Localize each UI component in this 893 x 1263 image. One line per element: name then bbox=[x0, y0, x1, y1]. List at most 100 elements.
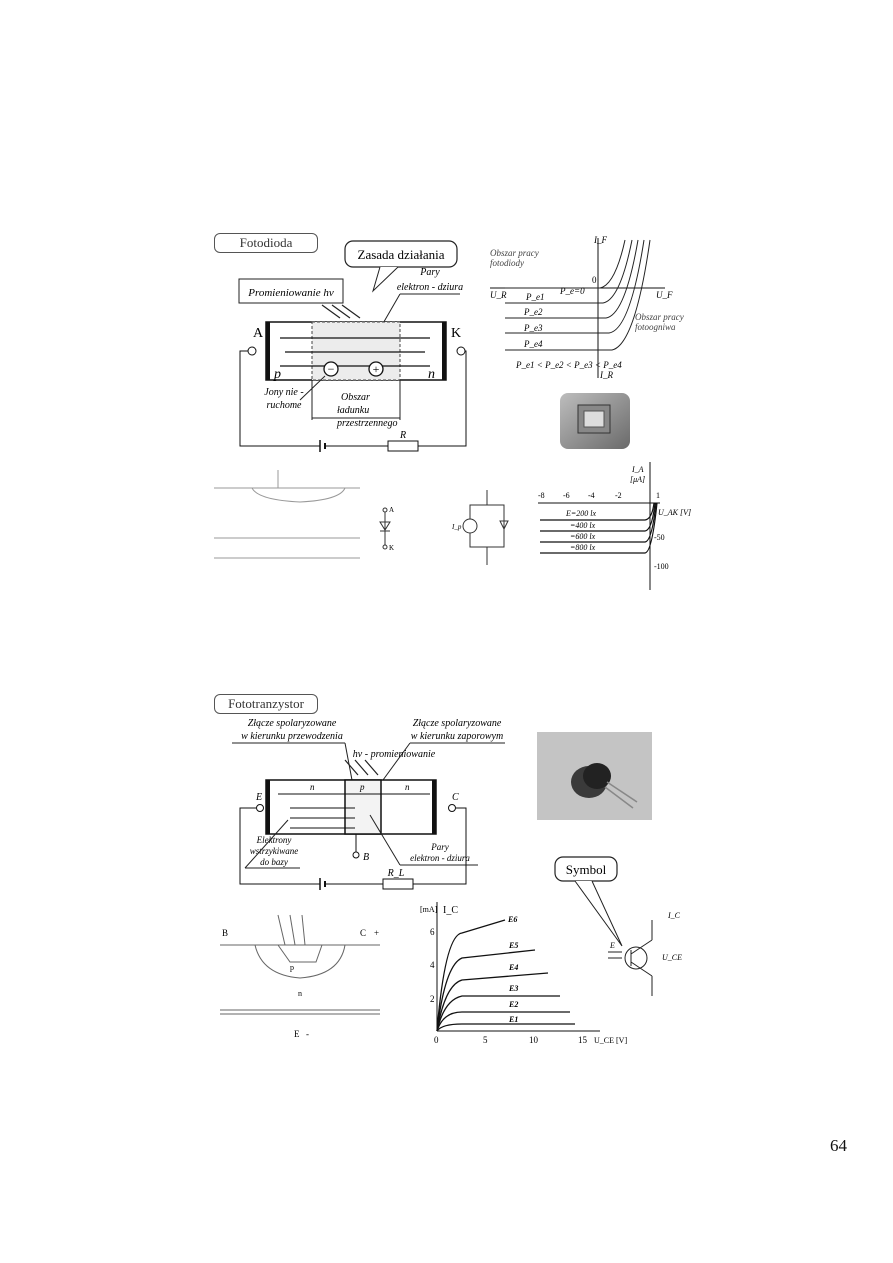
svg-text:I_F: I_F bbox=[593, 235, 607, 245]
svg-text:+: + bbox=[374, 928, 379, 938]
svg-text:E4: E4 bbox=[508, 963, 518, 972]
svg-text:-8: -8 bbox=[538, 491, 545, 500]
svg-text:U_R: U_R bbox=[490, 290, 507, 300]
svg-text:+: + bbox=[373, 362, 380, 376]
svg-text:P_e1 < P_e2 < P_e3 < P_e4: P_e1 < P_e2 < P_e3 < P_e4 bbox=[515, 360, 622, 370]
svg-text:5: 5 bbox=[483, 1035, 488, 1045]
svg-text:E: E bbox=[255, 792, 262, 803]
svg-text:P_e4: P_e4 bbox=[523, 339, 543, 349]
svg-text:I_R: I_R bbox=[599, 370, 613, 380]
svg-text:4: 4 bbox=[430, 960, 435, 970]
fotodioda-title: Fotodioda bbox=[214, 233, 318, 253]
svg-text:I_p: I_p bbox=[451, 523, 462, 531]
svg-text:2: 2 bbox=[430, 994, 435, 1004]
svg-text:[μA]: [μA] bbox=[630, 475, 645, 484]
svg-text:E1: E1 bbox=[508, 1015, 518, 1024]
svg-text:Pary: Pary bbox=[419, 267, 440, 278]
svg-text:=600 lx: =600 lx bbox=[570, 532, 596, 541]
svg-text:R: R bbox=[399, 430, 406, 441]
phototransistor-output-graph: [mA] I_C U_CE [V] 0 5 10 15 2 4 6 E6 E5 … bbox=[420, 902, 627, 1045]
svg-text:P_e=0: P_e=0 bbox=[559, 286, 585, 296]
svg-text:-100: -100 bbox=[654, 562, 669, 571]
svg-text:U_CE: U_CE bbox=[662, 953, 682, 962]
svg-text:-4: -4 bbox=[588, 491, 595, 500]
svg-text:do bazy: do bazy bbox=[260, 857, 288, 867]
svg-text:wstrzykiwane: wstrzykiwane bbox=[250, 846, 299, 856]
svg-text:B: B bbox=[222, 928, 228, 938]
svg-text:Pary: Pary bbox=[430, 842, 449, 852]
svg-text:6: 6 bbox=[430, 927, 435, 937]
svg-text:U_CE [V]: U_CE [V] bbox=[594, 1036, 627, 1045]
svg-text:Obszar: Obszar bbox=[341, 392, 370, 403]
principle-callout: Zasada działania bbox=[344, 240, 458, 293]
svg-text:I_C: I_C bbox=[667, 911, 681, 920]
page-number: 64 bbox=[830, 1136, 847, 1155]
svg-text:A: A bbox=[389, 506, 394, 514]
svg-text:U_F: U_F bbox=[656, 290, 673, 300]
svg-text:I_C: I_C bbox=[443, 905, 458, 916]
svg-text:E3: E3 bbox=[508, 984, 518, 993]
svg-text:15: 15 bbox=[578, 1035, 588, 1045]
symbol-callout: Symbol bbox=[554, 856, 623, 947]
svg-text:1: 1 bbox=[656, 491, 660, 500]
svg-text:-: - bbox=[306, 1029, 309, 1039]
svg-text:P_e3: P_e3 bbox=[523, 323, 543, 333]
svg-text:E2: E2 bbox=[508, 1000, 518, 1009]
photodiode-iv-graph: I_F U_F U_R I_R 0 P_e=0 P_e1 P_e2 P_e3 P… bbox=[490, 235, 684, 380]
svg-text:B: B bbox=[363, 852, 369, 863]
svg-text:−: − bbox=[328, 362, 335, 376]
svg-text:0: 0 bbox=[434, 1035, 439, 1045]
svg-text:P_e2: P_e2 bbox=[523, 307, 543, 317]
svg-text:K: K bbox=[389, 544, 394, 552]
svg-text:R_L: R_L bbox=[387, 868, 405, 879]
svg-text:n: n bbox=[298, 989, 302, 998]
svg-text:=400 lx: =400 lx bbox=[570, 521, 596, 530]
svg-text:C: C bbox=[452, 792, 459, 803]
svg-text:n: n bbox=[405, 782, 410, 792]
svg-text:hν - promieniowanie: hν - promieniowanie bbox=[353, 749, 436, 760]
svg-text:E5: E5 bbox=[508, 941, 518, 950]
svg-text:E: E bbox=[609, 941, 615, 950]
svg-text:E=200 lx: E=200 lx bbox=[565, 509, 597, 518]
svg-text:elektron - dziura: elektron - dziura bbox=[397, 282, 463, 293]
svg-text:I_A: I_A bbox=[631, 465, 644, 474]
svg-text:=800 lx: =800 lx bbox=[570, 543, 596, 552]
svg-text:n: n bbox=[310, 782, 315, 792]
svg-text:ładunku: ładunku bbox=[337, 405, 369, 416]
svg-text:-50: -50 bbox=[654, 533, 665, 542]
photodiode-photo bbox=[556, 385, 634, 455]
svg-text:Jony nie -: Jony nie - bbox=[264, 387, 303, 398]
svg-text:A: A bbox=[253, 326, 264, 341]
svg-text:przestrzennego: przestrzennego bbox=[336, 418, 398, 429]
svg-text:w kierunku zaporowym: w kierunku zaporowym bbox=[411, 731, 503, 742]
svg-text:p: p bbox=[290, 963, 294, 972]
svg-text:Obszar pracy: Obszar pracy bbox=[490, 248, 539, 258]
photodiode-lux-graph: I_A [μA] U_AK [V] -8 -6 -4 -2 1 -50 -100… bbox=[538, 462, 691, 590]
svg-text:w kierunku przewodzenia: w kierunku przewodzenia bbox=[241, 731, 343, 742]
fototranzystor-title: Fototranzystor bbox=[214, 694, 318, 714]
svg-text:ruchome: ruchome bbox=[267, 400, 303, 411]
svg-text:10: 10 bbox=[529, 1035, 539, 1045]
svg-text:Złącze spolaryzowane: Złącze spolaryzowane bbox=[248, 718, 337, 729]
phototransistor-photo bbox=[537, 732, 652, 820]
phototransistor-cross-section bbox=[220, 914, 380, 1015]
svg-text:fotodiody: fotodiody bbox=[490, 258, 524, 268]
svg-text:elektron - dziura: elektron - dziura bbox=[410, 853, 470, 863]
svg-text:-2: -2 bbox=[615, 491, 622, 500]
svg-text:Zasada działania: Zasada działania bbox=[358, 247, 445, 262]
radiation-label: Promieniowanie hν bbox=[247, 287, 334, 299]
svg-text:U_AK [V]: U_AK [V] bbox=[658, 508, 691, 517]
svg-text:C: C bbox=[360, 928, 366, 938]
svg-text:Złącze spolaryzowane: Złącze spolaryzowane bbox=[413, 718, 502, 729]
svg-text:Obszar pracy: Obszar pracy bbox=[635, 312, 684, 322]
svg-text:fotoogniwa: fotoogniwa bbox=[635, 322, 676, 332]
svg-text:Elektrony: Elektrony bbox=[256, 835, 292, 845]
svg-text:P_e1: P_e1 bbox=[525, 292, 545, 302]
svg-text:[mA]: [mA] bbox=[420, 905, 438, 914]
svg-text:K: K bbox=[451, 326, 461, 341]
svg-text:Symbol: Symbol bbox=[566, 862, 607, 877]
